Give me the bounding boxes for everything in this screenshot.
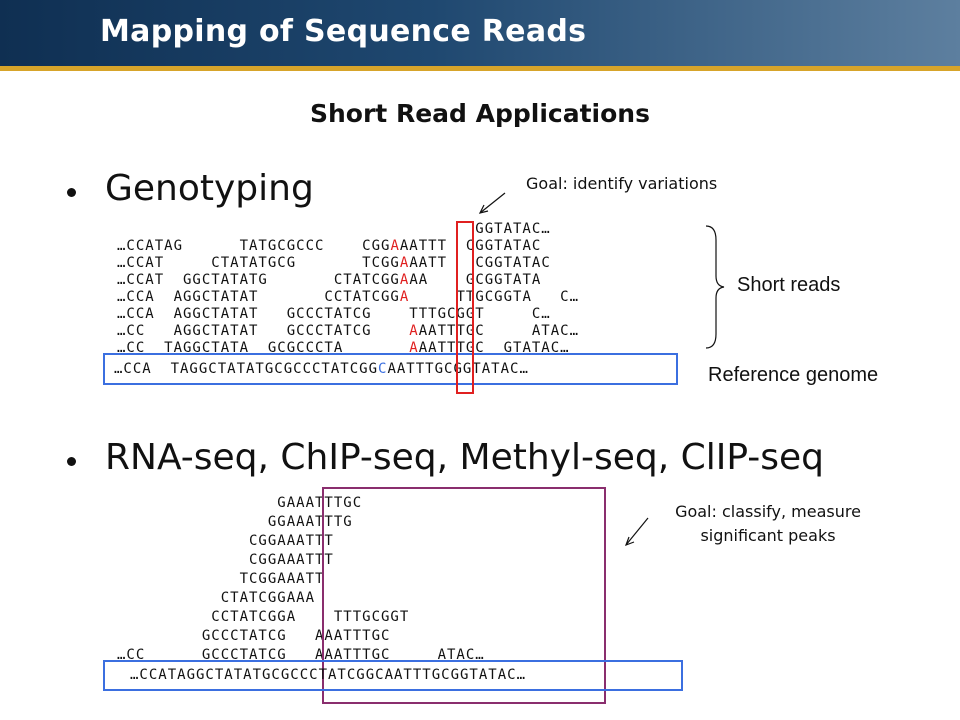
bullet-text: Genotyping [105, 168, 314, 209]
arrow-1-head [478, 204, 489, 214]
read-line: …CCA AGGCTATAT GCCCTATCG TTTGCGGT C… [117, 306, 551, 322]
slide-title: Mapping of Sequence Reads [100, 14, 587, 49]
slide-subtitle: Short Read Applications [310, 99, 650, 128]
short-reads-block: GGTATAC……CCATAG TATGCGCCC CGGAAATTT CGGT… [117, 221, 579, 357]
title-rule [0, 66, 960, 71]
read-line: …CCATAG TATGCGCCC CGGAAATTT CGGTATAC [117, 238, 542, 254]
reference-sequence: …CCA TAGGCTATATGCGCCCTATCGGCAATTTGCGGTAT… [114, 361, 529, 378]
short-reads-label: Short reads [737, 274, 841, 296]
peak-read-line: CGGAAATTT [117, 533, 334, 549]
reference-genome-label: Reference genome [708, 364, 879, 386]
peak-read-line: GGAAATTTG [117, 514, 353, 530]
variant-column-highlight [456, 221, 474, 394]
peak-read-line: CCTATCGGA TTTGCGGT [117, 609, 410, 625]
bullet-text: RNA-seq, ChIP-seq, Methyl-seq, ClIP-seq [105, 437, 825, 478]
read-line: GGTATAC… [117, 221, 551, 237]
read-line: …CC TAGGCTATA GCGCCCTA AAATTTGC GTATAC… [117, 340, 570, 356]
peak-reference-box [103, 660, 683, 691]
peak-read-line: CTATCGGAAA [117, 590, 316, 606]
goal-classify-peaks: Goal: classify, measure significant peak… [675, 502, 861, 545]
peak-read-line: GCCCTATCG AAATTTGC [117, 628, 391, 644]
peak-reference-sequence: …CCATAGGCTATATGCGCCCTATCGGCAATTTGCGGTATA… [130, 667, 527, 683]
read-line: …CCAT GGCTATATG CTATCGGAAA GCGGTATA [117, 272, 542, 288]
title-bar: Mapping of Sequence Reads [0, 0, 960, 71]
read-line: …CC AGGCTATAT GCCCTATCG AAATTTGC ATAC… [117, 323, 580, 339]
bullet-rnaseq: RNA-seq, ChIP-seq, Methyl-seq, ClIP-seq [67, 437, 825, 478]
peak-read-line: CGGAAATTT [117, 552, 334, 568]
peak-read-line: TCGGAAATT [117, 571, 325, 587]
read-line: …CCAT CTATATGCG TCGGAAATT CGGTATAC [117, 255, 551, 271]
short-reads-brace [705, 225, 725, 349]
goal-identify-variations: Goal: identify variations [526, 174, 718, 193]
peak-read-line: …CC GCCCTATCG AAATTTGC ATAC… [117, 647, 485, 663]
reference-genome-box [103, 353, 678, 385]
arrow-1-line [479, 192, 506, 214]
peak-region-box [322, 487, 606, 704]
arrow-2-line [625, 517, 649, 546]
arrow-2-head [624, 536, 635, 547]
peak-reads-block: GAAATTTGC GGAAATTTG CGGAAATTT CGGAAATTT … [117, 494, 485, 665]
peak-read-line: GAAATTTGC [117, 495, 363, 511]
bullet-dot [67, 188, 76, 197]
read-line: …CCA TAGGCTATATGCGCCCTATCGGCAATTTGCGGTAT… [114, 361, 529, 377]
bullet-dot [67, 457, 76, 466]
bullet-genotyping: Genotyping [67, 168, 314, 209]
read-line: …CCA AGGCTATAT CCTATCGGA TTGCGGTA C… [117, 289, 580, 305]
